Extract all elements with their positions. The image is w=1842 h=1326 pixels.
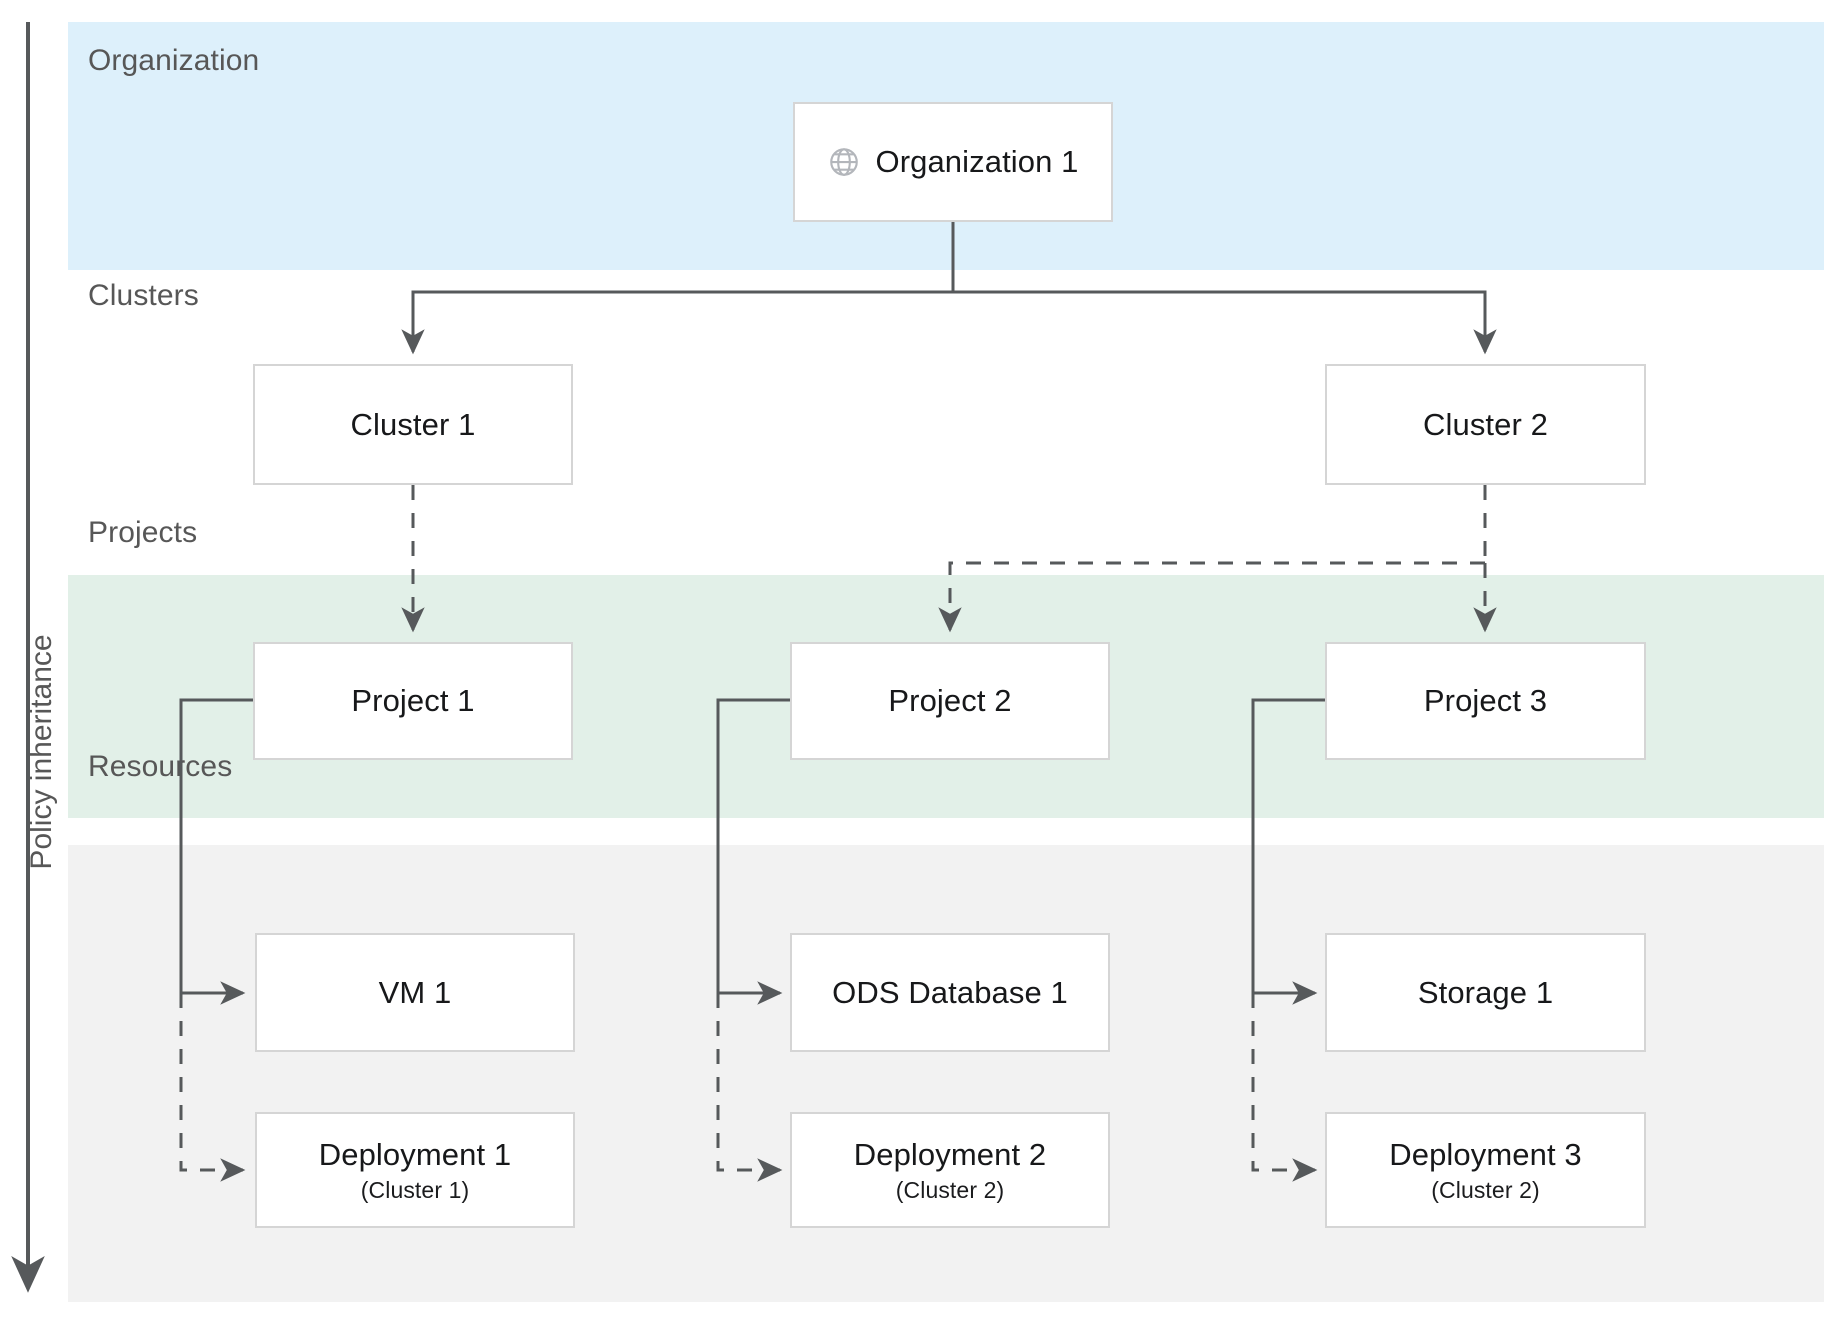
node-organization-1[interactable]: Organization 1: [793, 102, 1113, 222]
tier-band-resources: [68, 845, 1824, 1302]
node-vm-1[interactable]: VM 1: [255, 933, 575, 1052]
node-project-1-label: Project 1: [351, 683, 475, 718]
node-project-3[interactable]: Project 3: [1325, 642, 1646, 760]
node-project-2-label: Project 2: [888, 683, 1012, 718]
node-project-3-label: Project 3: [1423, 683, 1548, 718]
tier-label-resources: Resources: [88, 750, 233, 783]
node-ods-database-1[interactable]: ODS Database 1: [790, 933, 1110, 1052]
node-storage-1-label: Storage 1: [1417, 974, 1554, 1010]
node-deployment-3-label: Deployment 3: [1389, 1136, 1582, 1172]
node-deployment-1[interactable]: Deployment 1 (Cluster 1): [255, 1112, 575, 1228]
node-cluster-2-label: Cluster 2: [1423, 406, 1548, 442]
node-deployment-1-sublabel: (Cluster 1): [360, 1176, 470, 1203]
tier-label-organization: Organization: [88, 44, 260, 77]
node-project-2[interactable]: Project 2: [790, 642, 1110, 760]
node-ods-database-1-label: ODS Database 1: [832, 974, 1068, 1010]
tier-label-clusters: Clusters: [88, 279, 199, 312]
node-project-1[interactable]: Project 1: [253, 642, 573, 760]
node-deployment-1-label: Deployment 1: [318, 1136, 512, 1172]
globe-icon: [827, 145, 861, 179]
node-storage-1[interactable]: Storage 1: [1325, 933, 1646, 1052]
node-cluster-1[interactable]: Cluster 1: [253, 364, 573, 485]
node-cluster-2[interactable]: Cluster 2: [1325, 364, 1646, 485]
policy-inheritance-label: Policy inheritance: [25, 634, 58, 870]
node-cluster-1-label: Cluster 1: [350, 406, 476, 442]
node-deployment-2-label: Deployment 2: [853, 1136, 1047, 1172]
tier-label-projects: Projects: [88, 516, 198, 549]
node-deployment-2-sublabel: (Cluster 2): [895, 1176, 1005, 1203]
node-organization-1-label: Organization 1: [875, 144, 1079, 179]
node-vm-1-label: VM 1: [378, 974, 452, 1010]
node-deployment-3[interactable]: Deployment 3 (Cluster 2): [1325, 1112, 1646, 1228]
node-deployment-3-sublabel: (Cluster 2): [1431, 1176, 1540, 1203]
node-deployment-2[interactable]: Deployment 2 (Cluster 2): [790, 1112, 1110, 1228]
